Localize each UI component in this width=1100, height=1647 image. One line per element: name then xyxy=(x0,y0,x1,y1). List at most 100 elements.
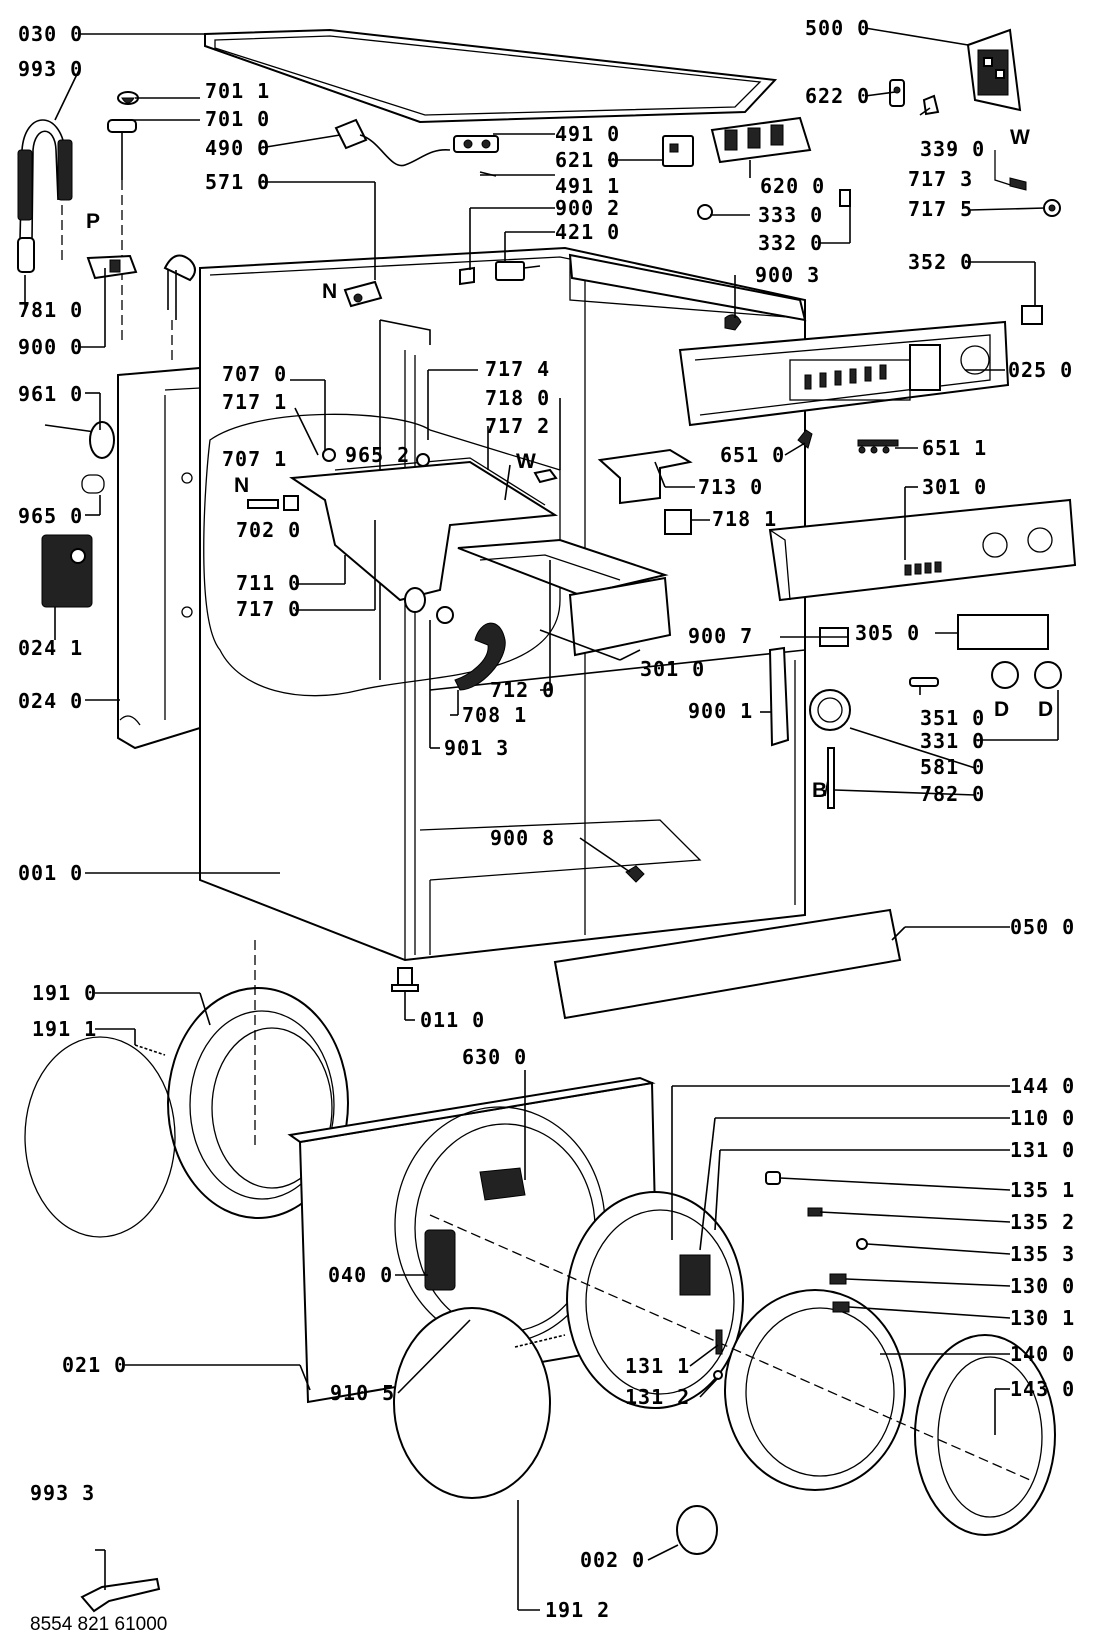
hose-993-0 xyxy=(17,119,73,273)
marker-d-left: D xyxy=(994,698,1009,721)
label-718-1: 718 1 xyxy=(712,507,777,531)
ring-965-0 xyxy=(81,474,105,494)
sensor-622-0 xyxy=(889,79,905,107)
door-ring-140-0 xyxy=(724,1289,906,1491)
label-651-1: 651 1 xyxy=(922,436,987,460)
label-131-0: 131 0 xyxy=(1010,1138,1075,1162)
label-571-0: 571 0 xyxy=(205,170,270,194)
label-708-1: 708 1 xyxy=(462,703,527,727)
part-352-0 xyxy=(1021,305,1043,325)
label-707-1: 707 1 xyxy=(222,447,287,471)
label-491-1: 491 1 xyxy=(555,174,620,198)
label-712-0: 712 0 xyxy=(490,678,555,702)
label-050-0: 050 0 xyxy=(1010,915,1075,939)
part-labels: 030 0 993 0 701 1 701 0 490 0 571 0 781 … xyxy=(18,16,1075,1622)
lamp-351-0 xyxy=(909,677,939,687)
bracket-713-0 xyxy=(597,448,693,505)
label-333-0: 333 0 xyxy=(758,203,823,227)
marker-p: P xyxy=(86,210,100,233)
hinge-frame-110-0 xyxy=(566,1191,744,1409)
label-910-5: 910 5 xyxy=(330,1381,395,1405)
pressure-switch-581-0 xyxy=(809,689,851,731)
part-651-0 xyxy=(797,429,813,449)
hose-708-1 xyxy=(436,606,506,691)
label-717-1: 717 1 xyxy=(222,390,287,414)
label-701-0: 701 0 xyxy=(205,107,270,131)
pipe-701-0 xyxy=(107,119,137,340)
label-490-0: 490 0 xyxy=(205,136,270,160)
label-901-3: 901 3 xyxy=(444,736,509,760)
label-900-2: 900 2 xyxy=(555,196,620,220)
small-part-900-2 xyxy=(459,266,475,286)
door-frame-143-0 xyxy=(914,1334,1056,1536)
label-191-2: 191 2 xyxy=(545,1598,610,1622)
label-717-0: 717 0 xyxy=(236,597,301,621)
label-131-1: 131 1 xyxy=(625,1354,690,1378)
label-421-0: 421 0 xyxy=(555,220,620,244)
label-965-2: 965 2 xyxy=(345,443,410,467)
lever-900-1 xyxy=(768,646,790,747)
switch-571-0 xyxy=(343,280,383,308)
marker-w-top-right: W xyxy=(1010,126,1030,149)
nut-333-0 xyxy=(697,204,713,220)
label-024-0: 024 0 xyxy=(18,689,83,713)
label-500-0: 500 0 xyxy=(805,16,870,40)
marker-n-top: N xyxy=(322,280,337,303)
drawer-301-0 xyxy=(457,538,672,657)
knobs-331-0 xyxy=(991,661,1062,689)
label-782-0: 782 0 xyxy=(920,782,985,806)
control-frame-025-0 xyxy=(678,320,1010,427)
module-500-0 xyxy=(966,28,1022,112)
label-025-0: 025 0 xyxy=(1008,358,1073,382)
foot-011-0 xyxy=(391,967,419,992)
label-707-0: 707 0 xyxy=(222,362,287,386)
dispenser-711-0 xyxy=(289,457,559,613)
label-630-0: 630 0 xyxy=(462,1045,527,1069)
label-plate-305-0 xyxy=(957,614,1049,650)
part-718-1 xyxy=(664,509,692,535)
label-713-0: 713 0 xyxy=(698,475,763,499)
plinth-050-0 xyxy=(553,908,902,1020)
label-339-0: 339 0 xyxy=(920,137,985,161)
label-621-0: 621 0 xyxy=(555,148,620,172)
label-900-0: 900 0 xyxy=(18,335,83,359)
label-001-0: 001 0 xyxy=(18,861,83,885)
front-panel-301-0 xyxy=(768,498,1077,602)
label-110-0: 110 0 xyxy=(1010,1106,1075,1130)
label-191-0: 191 0 xyxy=(32,981,97,1005)
label-011-0: 011 0 xyxy=(420,1008,485,1032)
label-718-0: 718 0 xyxy=(485,386,550,410)
marker-d-right: D xyxy=(1038,698,1053,721)
label-130-1: 130 1 xyxy=(1010,1306,1075,1330)
valve-left xyxy=(163,254,196,365)
clip-900-3 xyxy=(724,314,742,331)
label-301-0-drawer: 301 0 xyxy=(640,657,705,681)
label-717-4: 717 4 xyxy=(485,357,550,381)
document-code: 8554 821 61000 xyxy=(30,1614,167,1635)
label-900-3: 900 3 xyxy=(755,263,820,287)
label-781-0: 781 0 xyxy=(18,298,83,322)
part-332-0 xyxy=(839,189,851,207)
label-135-2: 135 2 xyxy=(1010,1210,1075,1234)
label-961-0: 961 0 xyxy=(18,382,83,406)
tube-782-0 xyxy=(827,747,835,809)
switch-block-620-0 xyxy=(710,116,812,164)
part-961-0 xyxy=(44,421,115,459)
part-717-5 xyxy=(1043,199,1061,217)
label-620-0: 620 0 xyxy=(760,174,825,198)
small-parts-dispenser xyxy=(247,448,558,511)
letter-markers: P N N W W B D D xyxy=(86,126,1053,802)
label-900-1: 900 1 xyxy=(688,699,753,723)
label-332-0: 332 0 xyxy=(758,231,823,255)
label-702-0: 702 0 xyxy=(236,518,301,542)
label-993-0: 993 0 xyxy=(18,57,83,81)
label-351-0: 351 0 xyxy=(920,706,985,730)
power-cord-490-0 xyxy=(334,118,451,167)
marker-w-dispenser: W xyxy=(516,450,536,473)
label-144-0: 144 0 xyxy=(1010,1074,1075,1098)
relay-421-0 xyxy=(495,261,541,281)
label-143-0: 143 0 xyxy=(1010,1377,1075,1401)
label-622-0: 622 0 xyxy=(805,84,870,108)
label-491-0: 491 0 xyxy=(555,122,620,146)
label-900-8: 900 8 xyxy=(490,826,555,850)
